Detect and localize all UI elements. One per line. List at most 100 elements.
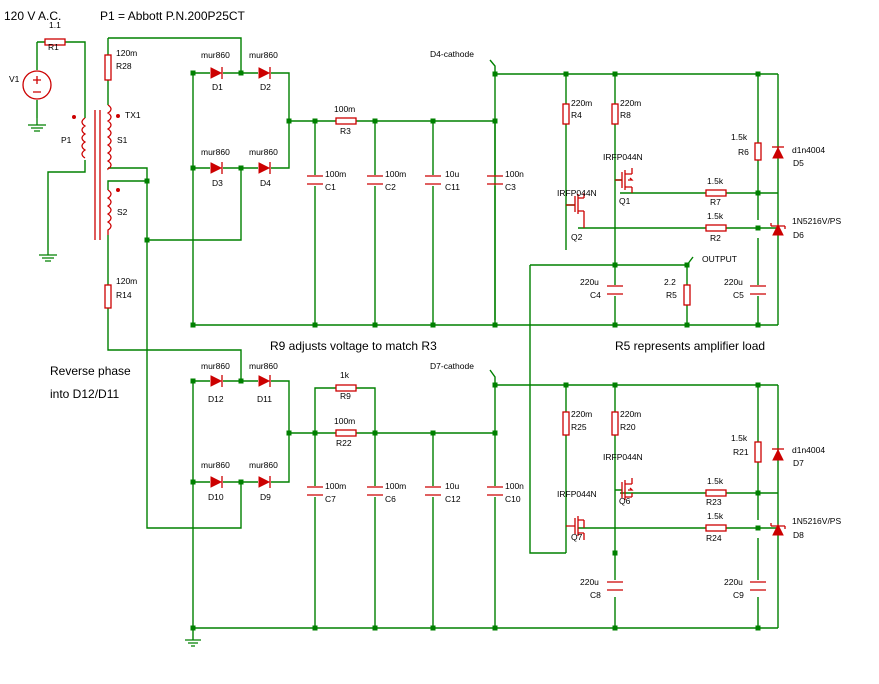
c6-ref: C6 <box>385 494 396 504</box>
d8-ref: D8 <box>793 530 804 540</box>
diode-d1 <box>210 67 223 79</box>
r8-ref: R8 <box>620 110 631 120</box>
c8-ref: C8 <box>590 590 601 600</box>
s1-ref: S1 <box>117 135 128 145</box>
r5-value: 2.2 <box>664 277 676 287</box>
c1-ref: C1 <box>325 182 336 192</box>
r28-resistor <box>104 54 112 81</box>
d12-value: mur860 <box>201 361 230 371</box>
transformer-note: P1 = Abbott P.N.200P25CT <box>100 9 246 23</box>
ground-symbol <box>39 250 57 262</box>
r21-ref: R21 <box>733 447 749 457</box>
mosfet-q2 <box>566 193 585 228</box>
d4-cathode-label: D4-cathode <box>430 49 474 59</box>
q2-type: IRFP044N <box>557 188 597 198</box>
r9-resistor <box>335 384 357 392</box>
c9-ref: C9 <box>733 590 744 600</box>
q1-type: IRFP044N <box>603 152 643 162</box>
diode-d2 <box>258 67 271 79</box>
d7-type: d1n4004 <box>792 445 825 455</box>
r5-ref: R5 <box>666 290 677 300</box>
r23-value: 1.5k <box>707 476 724 486</box>
d11-ref: D11 <box>257 394 272 404</box>
d4-ref: D4 <box>260 178 271 188</box>
d5-ref: D5 <box>793 158 804 168</box>
r3-resistor <box>335 117 357 125</box>
capacitor-c6 <box>367 486 383 496</box>
c9-value: 220u <box>724 577 743 587</box>
d8-type: 1N5216V/PS <box>792 516 841 526</box>
capacitor-c11 <box>425 175 441 185</box>
d12-ref: D12 <box>208 394 224 404</box>
r28-ref: R28 <box>116 61 132 71</box>
r1-resistor <box>44 38 66 46</box>
capacitor-c8 <box>607 581 623 591</box>
r3-value: 100m <box>334 104 355 114</box>
d6-ref: D6 <box>793 230 804 240</box>
r23-resistor <box>705 489 727 497</box>
c12-value: 10u <box>445 481 459 491</box>
c4-ref: C4 <box>590 290 601 300</box>
diode-d4 <box>258 162 271 174</box>
d1-value: mur860 <box>201 50 230 60</box>
r5-resistor <box>683 284 691 306</box>
s2-ref: S2 <box>117 207 128 217</box>
r22-value: 100m <box>334 416 355 426</box>
r22-resistor <box>335 429 357 437</box>
r9-value: 1k <box>340 370 350 380</box>
d9-ref: D9 <box>260 492 271 502</box>
capacitor-c9 <box>750 581 766 591</box>
capacitor-c10 <box>487 486 503 496</box>
q7-type: IRFP044N <box>557 489 597 499</box>
r1-ref: R1 <box>48 42 59 52</box>
r6-value: 1.5k <box>731 132 748 142</box>
zener-d6 <box>770 223 786 236</box>
r7-resistor <box>705 189 727 197</box>
r24-resistor <box>705 524 727 532</box>
c5-ref: C5 <box>733 290 744 300</box>
c3-value: 100n <box>505 169 524 179</box>
capacitor-c1 <box>307 175 323 185</box>
diode-d11 <box>258 375 271 387</box>
r25-value: 220m <box>571 409 592 419</box>
d9-value: mur860 <box>249 460 278 470</box>
d2-value: mur860 <box>249 50 278 60</box>
r14-ref: R14 <box>116 290 132 300</box>
r2-ref: R2 <box>710 233 721 243</box>
diode-d5 <box>772 146 784 159</box>
c5-value: 220u <box>724 277 743 287</box>
capacitor-c2 <box>367 175 383 185</box>
diode-d10 <box>210 476 223 488</box>
c12-ref: C12 <box>445 494 461 504</box>
r3-ref: R3 <box>340 126 351 136</box>
d5-type: d1n4004 <box>792 145 825 155</box>
r20-ref: R20 <box>620 422 636 432</box>
diode-d3 <box>210 162 223 174</box>
r2-value: 1.5k <box>707 211 724 221</box>
r28-value: 120m <box>116 48 137 58</box>
capacitor-c12 <box>425 486 441 496</box>
r5-note: R5 represents amplifier load <box>615 339 765 353</box>
q6-ref: Q6 <box>619 496 631 506</box>
r24-ref: R24 <box>706 533 722 543</box>
d2-ref: D2 <box>260 82 271 92</box>
v1-source <box>22 70 52 100</box>
source-note: 120 V A.C. <box>4 9 61 23</box>
r25-ref: R25 <box>571 422 587 432</box>
capacitor-c4 <box>607 285 623 295</box>
r6-ref: R6 <box>738 147 749 157</box>
d7-ref: D7 <box>793 458 804 468</box>
q1-ref: Q1 <box>619 196 631 206</box>
r8-resistor <box>611 103 619 125</box>
d10-ref: D10 <box>208 492 224 502</box>
d11-value: mur860 <box>249 361 278 371</box>
r7-value: 1.5k <box>707 176 724 186</box>
d1-ref: D1 <box>212 82 223 92</box>
transformer-tx1 <box>72 104 120 240</box>
r14-value: 120m <box>116 276 137 286</box>
c3-ref: C3 <box>505 182 516 192</box>
d4-value: mur860 <box>249 147 278 157</box>
q2-ref: Q2 <box>571 232 583 242</box>
c10-ref: C10 <box>505 494 521 504</box>
